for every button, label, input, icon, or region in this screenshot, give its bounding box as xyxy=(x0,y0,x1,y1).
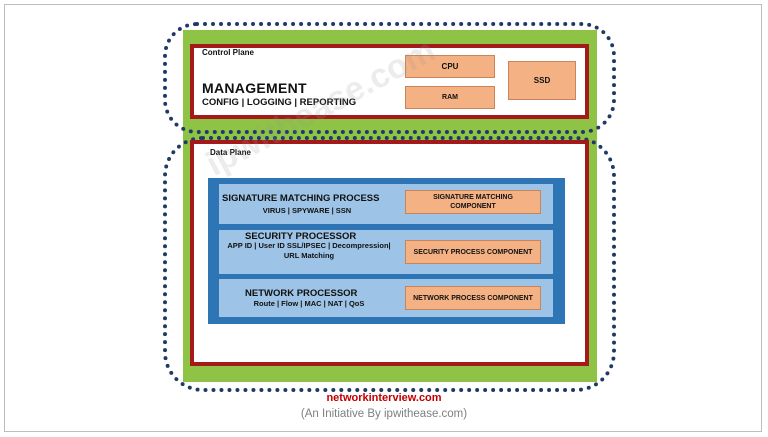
security-processor-title: SECURITY PROCESSOR xyxy=(245,231,357,242)
security-process-component: SECURITY PROCESS COMPONENT xyxy=(405,240,541,264)
footer-tagline: (An Initiative By ipwithease.com) xyxy=(300,408,468,420)
management-title: MANAGEMENT xyxy=(202,80,307,96)
control-plane-label: Control Plane xyxy=(202,48,255,57)
image-frame xyxy=(4,4,762,432)
ram-component: RAM xyxy=(405,86,495,109)
data-plane-outline xyxy=(163,136,616,392)
signature-matching-component: SIGNATURE MATCHING COMPONENT xyxy=(405,190,541,214)
security-processor-subtitle: APP ID | User ID SSL/IPSEC | Decompressi… xyxy=(227,241,391,260)
management-subtitle: CONFIG | LOGGING | REPORTING xyxy=(202,97,357,108)
network-process-component: NETWORK PROCESS COMPONENT xyxy=(405,286,541,310)
data-plane-label: Data Plane xyxy=(210,148,251,157)
cpu-component: CPU xyxy=(405,55,495,78)
network-processor-title: NETWORK PROCESSOR xyxy=(245,288,358,299)
signature-matching-subtitle: VIRUS | SPYWARE | SSN xyxy=(262,206,352,215)
signature-matching-title: SIGNATURE MATCHING PROCESS xyxy=(222,193,380,204)
footer-site: networkinterview.com xyxy=(326,392,442,404)
control-plane-outline xyxy=(163,22,616,134)
ssd-component: SSD xyxy=(508,61,576,100)
network-processor-subtitle: Route | Flow | MAC | NAT | QoS xyxy=(253,299,365,308)
